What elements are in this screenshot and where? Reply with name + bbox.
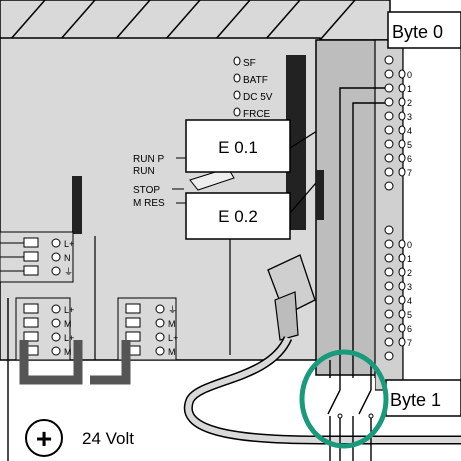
led-frce-icon xyxy=(234,108,240,116)
byte0-bit-1: 1 xyxy=(407,84,412,94)
psu-label-ground: ⏚ xyxy=(64,267,73,277)
cpu-label-ground: ⏚ xyxy=(168,305,177,315)
byte0-bit-7: 7 xyxy=(407,168,412,178)
led-label-batf: BATF xyxy=(243,75,268,86)
led-label-dc5v: DC 5V xyxy=(243,92,273,103)
led-label-sf: SF xyxy=(243,58,256,69)
cpu-divider-bar xyxy=(72,176,82,234)
supply-label-m-1: M xyxy=(64,319,72,329)
callout-e01-text: E 0.1 xyxy=(218,138,258,157)
led-batf-icon xyxy=(234,74,240,82)
led-sf-icon xyxy=(234,57,240,65)
led-label-frce: FRCE xyxy=(243,109,271,120)
cpu-label-m-1: M xyxy=(168,319,176,329)
byte1-bit-0: 0 xyxy=(407,240,412,250)
byte1-bit-4: 4 xyxy=(407,296,412,306)
byte1-bit-2: 2 xyxy=(407,268,412,278)
byte0-bit-5: 5 xyxy=(407,140,412,150)
byte1-bit-6: 6 xyxy=(407,324,412,334)
psu-label-lplus: L+ xyxy=(64,239,74,249)
plus-symbol: + xyxy=(36,423,52,454)
callout-e02-text: E 0.2 xyxy=(218,207,258,226)
mounting-rail xyxy=(0,0,390,40)
byte0-bit-0: 0 xyxy=(407,70,412,80)
byte1-bit-7: 7 xyxy=(407,338,412,348)
byte0-label: Byte 0 xyxy=(388,12,461,48)
input-module xyxy=(316,40,461,390)
callout-e01: E 0.1 xyxy=(186,120,290,172)
byte0-bit-6: 6 xyxy=(407,154,412,164)
voltage-label: 24 Volt xyxy=(82,429,134,448)
led-dc5v-icon xyxy=(234,91,240,99)
supply-label-lplus-1: L+ xyxy=(64,305,74,315)
byte1-label-text: Byte 1 xyxy=(390,390,441,410)
byte0-label-text: Byte 0 xyxy=(392,22,443,42)
supply-label-lplus-2: L+ xyxy=(64,333,74,343)
mode-label-stop: STOP xyxy=(133,185,160,196)
mode-label-mres: M RES xyxy=(133,198,165,209)
supply-label-m-2: M xyxy=(64,347,72,357)
byte1-bit-5: 5 xyxy=(407,310,412,320)
byte1-label: Byte 1 xyxy=(386,380,461,416)
callout-e02: E 0.2 xyxy=(186,193,290,239)
byte0-bit-2: 2 xyxy=(407,98,412,108)
byte1-bit-3: 3 xyxy=(407,282,412,292)
cpu-label-m-2: M xyxy=(168,347,176,357)
mode-label-run: RUN xyxy=(133,166,155,177)
byte0-bit-4: 4 xyxy=(407,126,412,136)
byte1-bit-1: 1 xyxy=(407,254,412,264)
psu-label-n: N xyxy=(64,253,71,263)
mode-label-run-p: RUN P xyxy=(133,154,164,165)
byte0-bit-3: 3 xyxy=(407,112,412,122)
psu-terminal-block: L+ N ⏚ xyxy=(0,232,74,282)
power-supply-symbol: + 24 Volt xyxy=(26,420,134,456)
cpu-label-lplus: L+ xyxy=(168,333,178,343)
